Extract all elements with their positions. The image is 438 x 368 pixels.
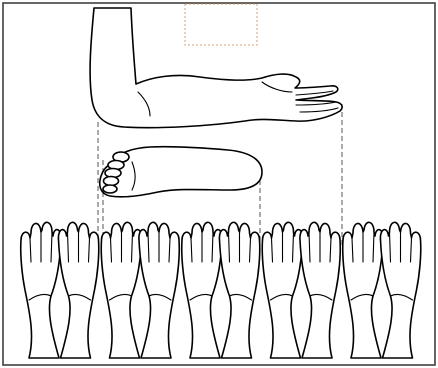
arm-outline bbox=[90, 8, 342, 128]
toe-5 bbox=[103, 185, 117, 193]
toe-4 bbox=[104, 177, 119, 186]
praying-hands-row bbox=[21, 222, 421, 358]
reference-box bbox=[185, 4, 257, 45]
hand-pair-4 bbox=[262, 222, 340, 358]
hand-pair-3 bbox=[182, 222, 260, 358]
foot-illustration bbox=[100, 147, 262, 197]
hand-pair-1 bbox=[21, 222, 99, 358]
hand-pair-2 bbox=[101, 222, 179, 358]
arm-illustration bbox=[90, 8, 342, 128]
hand-pair-5 bbox=[343, 222, 421, 358]
